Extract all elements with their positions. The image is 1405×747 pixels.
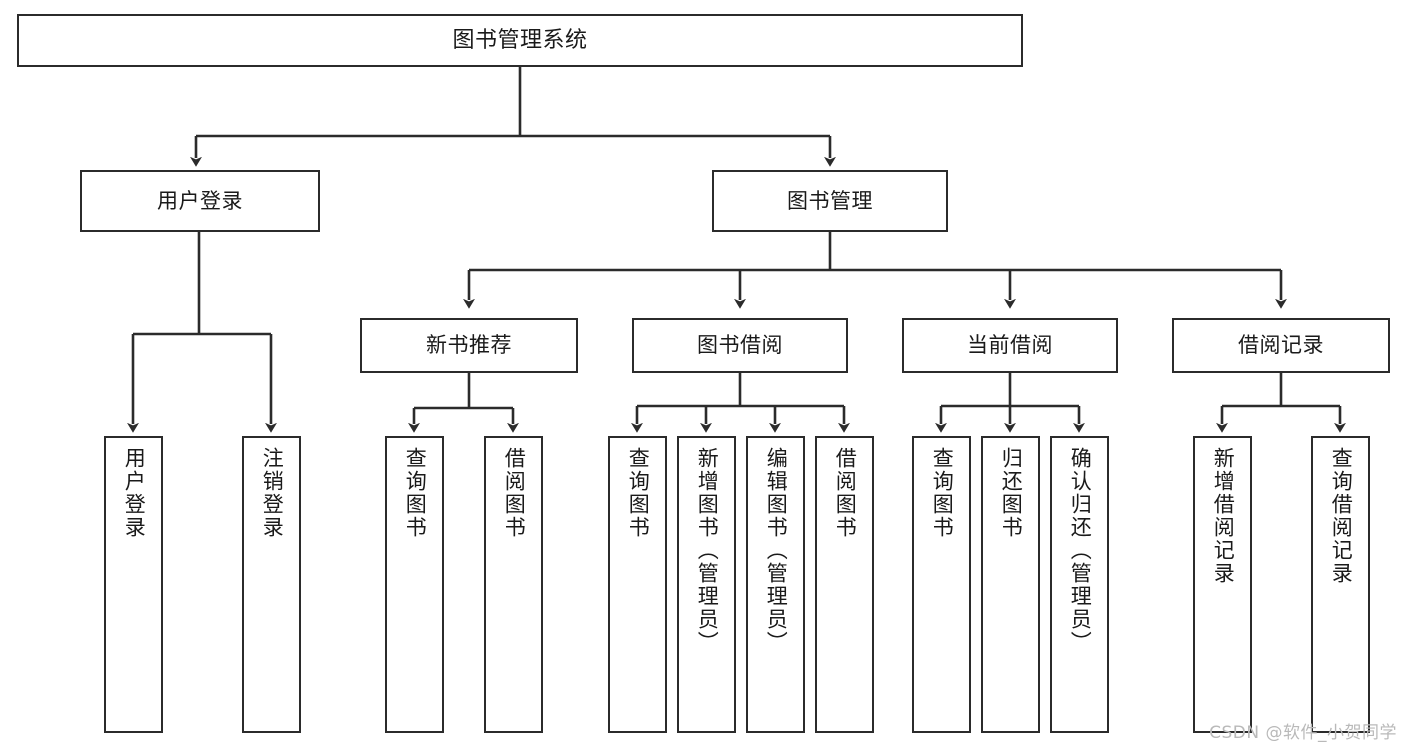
- node-label: 图书管理系统: [452, 27, 588, 53]
- node-label: 新增借阅记录: [1211, 447, 1236, 585]
- node-current-borrow[interactable]: 当前借阅: [902, 318, 1118, 373]
- leaf-logout[interactable]: 注销登录: [242, 436, 301, 733]
- node-book-borrow[interactable]: 图书借阅: [632, 318, 848, 373]
- node-label: 编辑图书（管理员）: [764, 447, 789, 654]
- leaf-user-login[interactable]: 用户登录: [104, 436, 163, 733]
- node-borrow-record[interactable]: 借阅记录: [1172, 318, 1390, 373]
- leaf-add-book[interactable]: 新增图书（管理员）: [677, 436, 736, 733]
- node-book-manage[interactable]: 图书管理: [712, 170, 948, 232]
- node-label: 查询图书: [930, 447, 955, 539]
- node-label: 图书管理: [787, 188, 873, 213]
- node-new-book-rec[interactable]: 新书推荐: [360, 318, 578, 373]
- node-label: 查询借阅记录: [1329, 447, 1354, 585]
- node-user-login[interactable]: 用户登录: [80, 170, 320, 232]
- node-root-system[interactable]: 图书管理系统: [17, 14, 1023, 67]
- node-label: 当前借阅: [967, 333, 1053, 358]
- node-label: 用户登录: [122, 447, 147, 539]
- node-label: 查询图书: [403, 447, 428, 539]
- leaf-return-book[interactable]: 归还图书: [981, 436, 1040, 733]
- node-label: 确认归还（管理员）: [1068, 447, 1093, 654]
- leaf-add-record[interactable]: 新增借阅记录: [1193, 436, 1252, 733]
- node-label: 图书借阅: [697, 333, 783, 358]
- node-label: 用户登录: [157, 188, 243, 213]
- node-label: 归还图书: [999, 447, 1024, 539]
- node-label: 注销登录: [260, 447, 285, 539]
- node-label: 查询图书: [626, 447, 651, 539]
- csdn-watermark: CSDN @软件_小贺同学: [1209, 723, 1397, 743]
- node-label: 借阅图书: [833, 447, 858, 539]
- leaf-query-book-2[interactable]: 查询图书: [608, 436, 667, 733]
- leaf-borrow-book-2[interactable]: 借阅图书: [815, 436, 874, 733]
- node-label: 借阅记录: [1238, 333, 1324, 358]
- leaf-query-book-1[interactable]: 查询图书: [385, 436, 444, 733]
- leaf-confirm-return[interactable]: 确认归还（管理员）: [1050, 436, 1109, 733]
- leaf-query-record[interactable]: 查询借阅记录: [1311, 436, 1370, 733]
- node-label: 借阅图书: [502, 447, 527, 539]
- leaf-borrow-book-1[interactable]: 借阅图书: [484, 436, 543, 733]
- leaf-query-book-3[interactable]: 查询图书: [912, 436, 971, 733]
- node-label: 新增图书（管理员）: [695, 447, 720, 654]
- leaf-edit-book[interactable]: 编辑图书（管理员）: [746, 436, 805, 733]
- node-label: 新书推荐: [426, 333, 512, 358]
